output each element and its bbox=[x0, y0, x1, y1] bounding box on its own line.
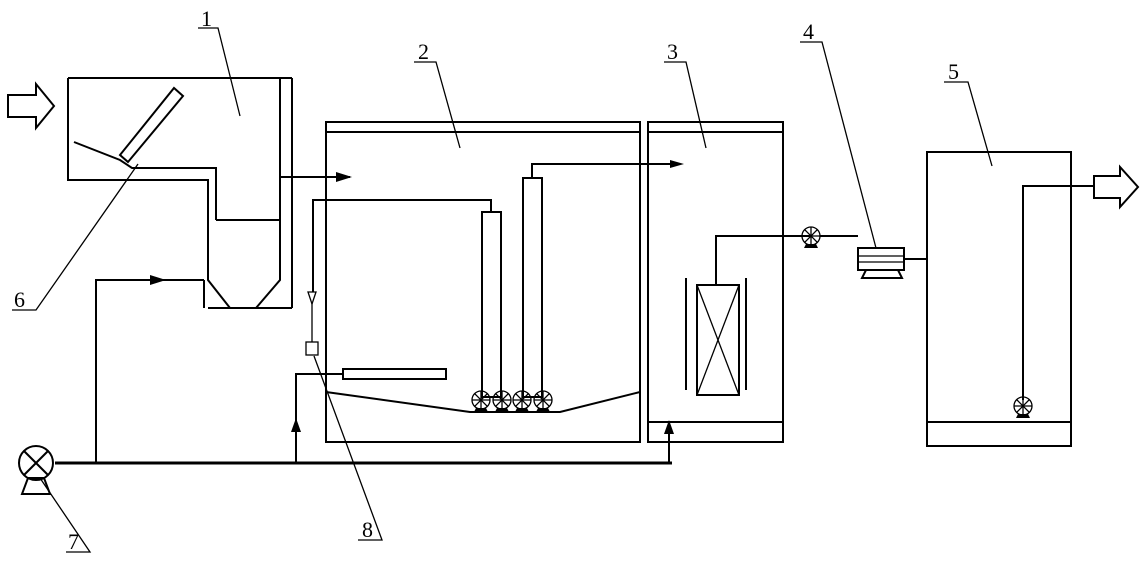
inlet-arrow bbox=[7, 81, 56, 131]
submersible-pump-1 bbox=[471, 390, 491, 413]
clear-water-tank bbox=[926, 151, 1094, 447]
membrane-module bbox=[685, 235, 810, 396]
label-8: 8 bbox=[362, 517, 373, 542]
overflow-pipe bbox=[280, 172, 352, 182]
suction-pump bbox=[801, 226, 858, 249]
column-1 bbox=[312, 199, 502, 398]
screen-tank bbox=[67, 77, 293, 309]
submersible-pump-3 bbox=[512, 390, 532, 413]
aeration-pipe bbox=[295, 368, 447, 462]
label-1: 1 bbox=[201, 6, 212, 31]
submersible-pump-4 bbox=[533, 390, 553, 413]
leader-lines bbox=[12, 27, 993, 553]
label-2: 2 bbox=[418, 39, 429, 64]
flow-arrow-reaction-to-membrane bbox=[670, 160, 684, 168]
label-4: 4 bbox=[803, 19, 814, 44]
label-7: 7 bbox=[68, 529, 79, 554]
dosing-box bbox=[305, 300, 319, 356]
outlet-arrow bbox=[1093, 164, 1140, 210]
air-header-pipe bbox=[55, 275, 674, 465]
flow-arrow-dosing bbox=[307, 291, 317, 307]
label-6: 6 bbox=[14, 287, 25, 312]
column-2 bbox=[522, 163, 680, 398]
label-3: 3 bbox=[667, 39, 678, 64]
membrane-tank bbox=[647, 121, 784, 443]
label-5: 5 bbox=[948, 59, 959, 84]
submersible-pump-2 bbox=[492, 390, 512, 413]
inclined-screen bbox=[118, 86, 185, 164]
blower bbox=[18, 445, 54, 495]
flow-meter bbox=[857, 247, 927, 279]
